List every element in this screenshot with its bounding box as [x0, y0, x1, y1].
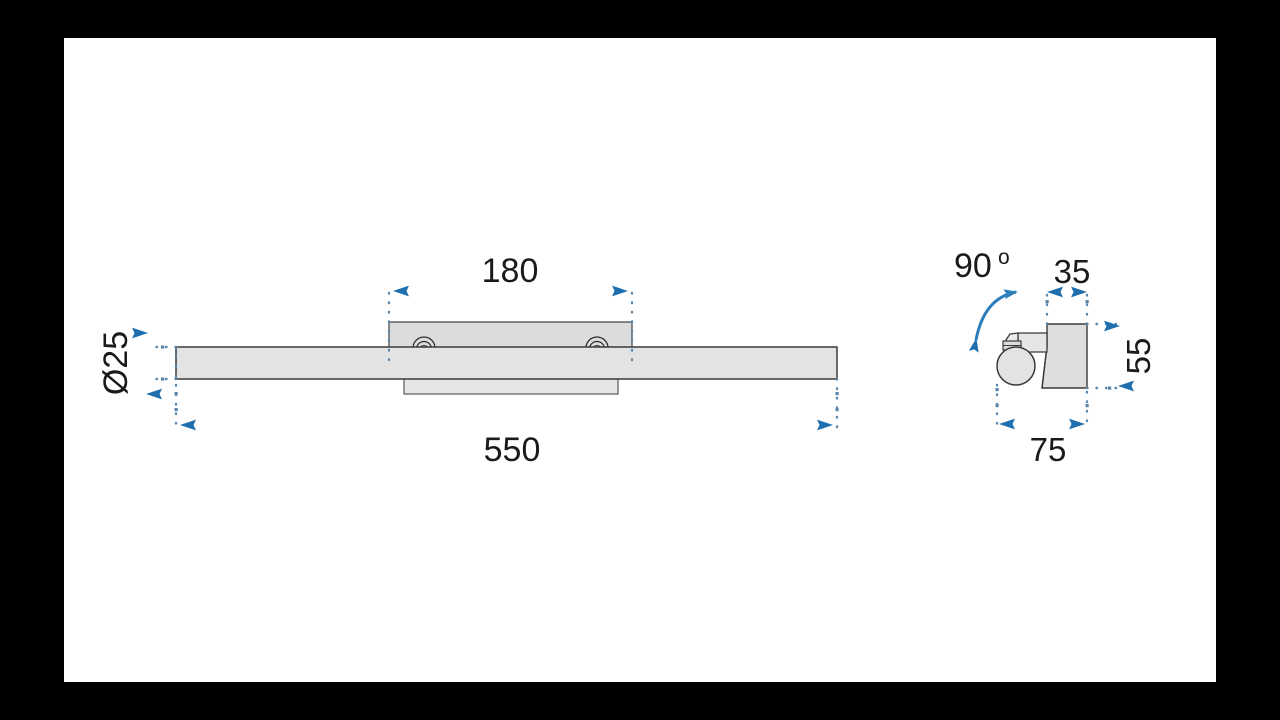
wedge-wall-mount-bracket [1041, 323, 1088, 389]
horizontal-lamp-body [175, 346, 838, 380]
dimension-75-label: 75 [1030, 431, 1067, 468]
dimension-75: 75 [999, 418, 1085, 468]
dimension-55: 55 [1104, 320, 1157, 392]
rotation-annotation-90: 90 o [954, 246, 1018, 353]
front-extension-dots [161, 345, 839, 412]
dimension-180: 180 [393, 252, 628, 297]
front-extension-lines [146, 286, 839, 429]
round-lamp-head [996, 346, 1036, 386]
dimension-diameter-25: Ø25 [97, 327, 162, 400]
dimension-550: 550 [180, 419, 833, 469]
wedge-bracket-bevel [1041, 345, 1048, 389]
front-view: 180 550 Ø25 [97, 252, 839, 469]
rotation-angle-label: 90 [954, 247, 992, 285]
dimension-55-label: 55 [1120, 338, 1157, 375]
dimension-35-label: 35 [1054, 253, 1091, 290]
degree-symbol: o [998, 246, 1010, 269]
dimension-550-label: 550 [484, 431, 541, 469]
rotation-curved-arrow [968, 289, 1018, 353]
dimension-diameter-25-label: Ø25 [97, 331, 135, 395]
dimension-180-label: 180 [482, 252, 539, 290]
side-view: 35 55 75 90 o [954, 246, 1157, 468]
dimension-35: 35 [1047, 253, 1091, 298]
